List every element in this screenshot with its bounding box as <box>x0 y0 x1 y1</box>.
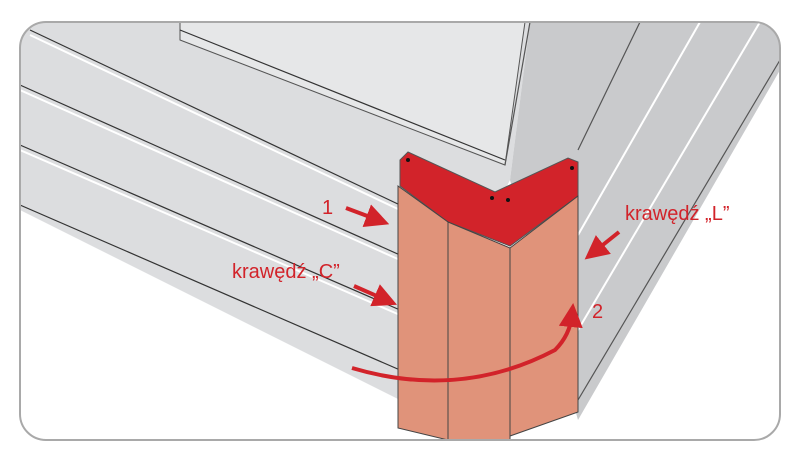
edge-l-label: krawędź „L” <box>625 203 729 225</box>
arrow-edge-l-icon <box>584 230 621 260</box>
step-1-label: 1 <box>322 197 333 219</box>
curved-arrow-icon <box>351 303 583 383</box>
left-siding-lines <box>20 29 506 371</box>
arrow-1-icon <box>345 204 390 228</box>
step-2-label: 2 <box>592 301 603 323</box>
right-siding-lines <box>504 22 780 401</box>
corner-trim-panels <box>397 185 579 440</box>
arrow-edge-c-icon <box>353 284 397 307</box>
edge-c-label: krawędź „C” <box>232 261 340 283</box>
inner-corner-profile <box>399 151 579 247</box>
frame-border <box>19 21 781 441</box>
